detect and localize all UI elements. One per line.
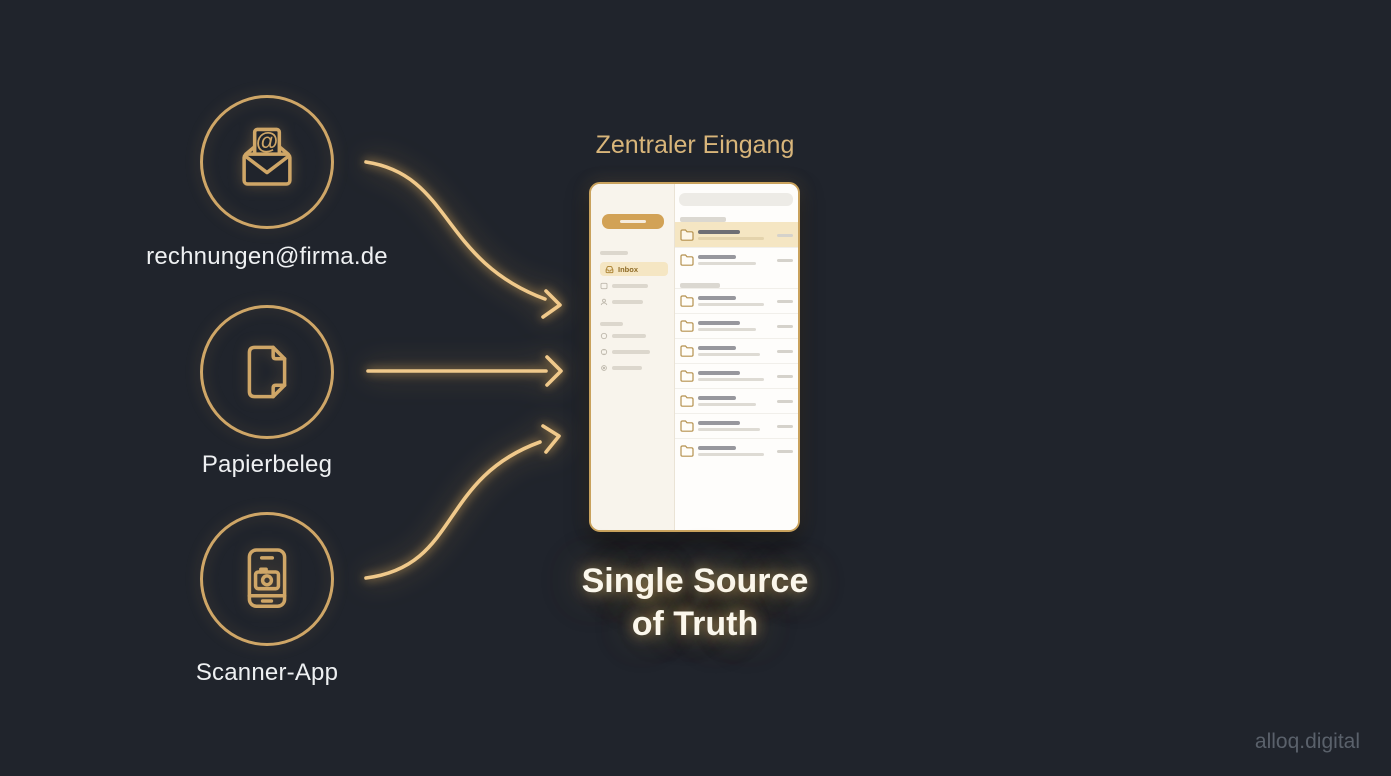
circle-icon [600,348,608,355]
inbox-row [675,413,798,438]
folder-icon [680,445,694,457]
sidebar-inbox-label: Inbox [618,264,638,274]
folder-icon [680,420,694,432]
folder-icon [680,229,694,241]
arrow-paper-to-inbox [366,355,563,387]
inbox-row [675,388,798,413]
phone-scanner-icon [247,548,287,609]
folder-icon [680,320,694,332]
mockup-search-bar [679,193,793,206]
sidebar-item-bar [612,283,648,288]
at-symbol: @ [256,128,278,154]
sidebar-item [600,295,665,308]
paper-source-circle [200,305,334,439]
sidebar-item-bar [612,299,643,304]
arrow-scanner-to-inbox [364,424,561,580]
circle-icon [600,332,608,339]
sidebar-section-bar [600,322,623,326]
central-inbox-title: Zentraler Eingang [595,131,795,159]
inbox-row [675,363,798,388]
list-section-header [675,272,798,288]
inbox-row [675,438,798,463]
sidebar-item-inbox: Inbox [600,262,668,276]
sidebar-item-bar [612,333,646,338]
folder-icon [680,395,694,407]
scanner-source-label: Scanner-App [195,659,339,686]
arrow-email-to-inbox [364,160,562,319]
inbox-row [675,288,798,313]
single-source-of-truth-caption: Single Source of Truth [582,560,809,646]
folder-icon [680,295,694,307]
sidebar-item-bar [612,365,642,370]
list-section-header [675,206,798,222]
caption-line-1: Single Source [581,562,809,600]
email-source-circle: @ [200,95,334,229]
gear-icon [601,364,607,371]
email-source-label: rechnungen@firma.de [146,243,388,270]
open-envelope-at-icon: @ [242,127,292,186]
scanner-source-circle [200,512,334,646]
sidebar-item-bar [612,349,650,354]
sidebar-item [600,361,665,374]
folder-icon [680,254,694,266]
inbox-row [675,338,798,363]
folder-outline-icon [600,282,608,289]
inbox-tray-icon [605,265,614,273]
folder-icon [680,370,694,382]
person-icon [600,298,608,305]
sidebar-item [600,279,665,292]
paper-document-icon [247,345,287,399]
inbox-row [675,247,798,272]
mockup-sidebar: Inbox [591,184,675,530]
sidebar-item [600,329,665,342]
sidebar-item [600,345,665,358]
mockup-list-pane [675,184,798,530]
paper-source-label: Papierbeleg [201,451,333,478]
watermark: alloq.digital [1254,730,1360,753]
caption-line-2: of Truth [631,605,759,643]
folder-icon [680,345,694,357]
inbox-row [675,313,798,338]
mockup-new-button [601,214,664,229]
sidebar-section-bar [600,251,628,255]
inbox-app-mockup: Inbox [589,182,800,532]
inbox-row-selected [675,222,798,247]
